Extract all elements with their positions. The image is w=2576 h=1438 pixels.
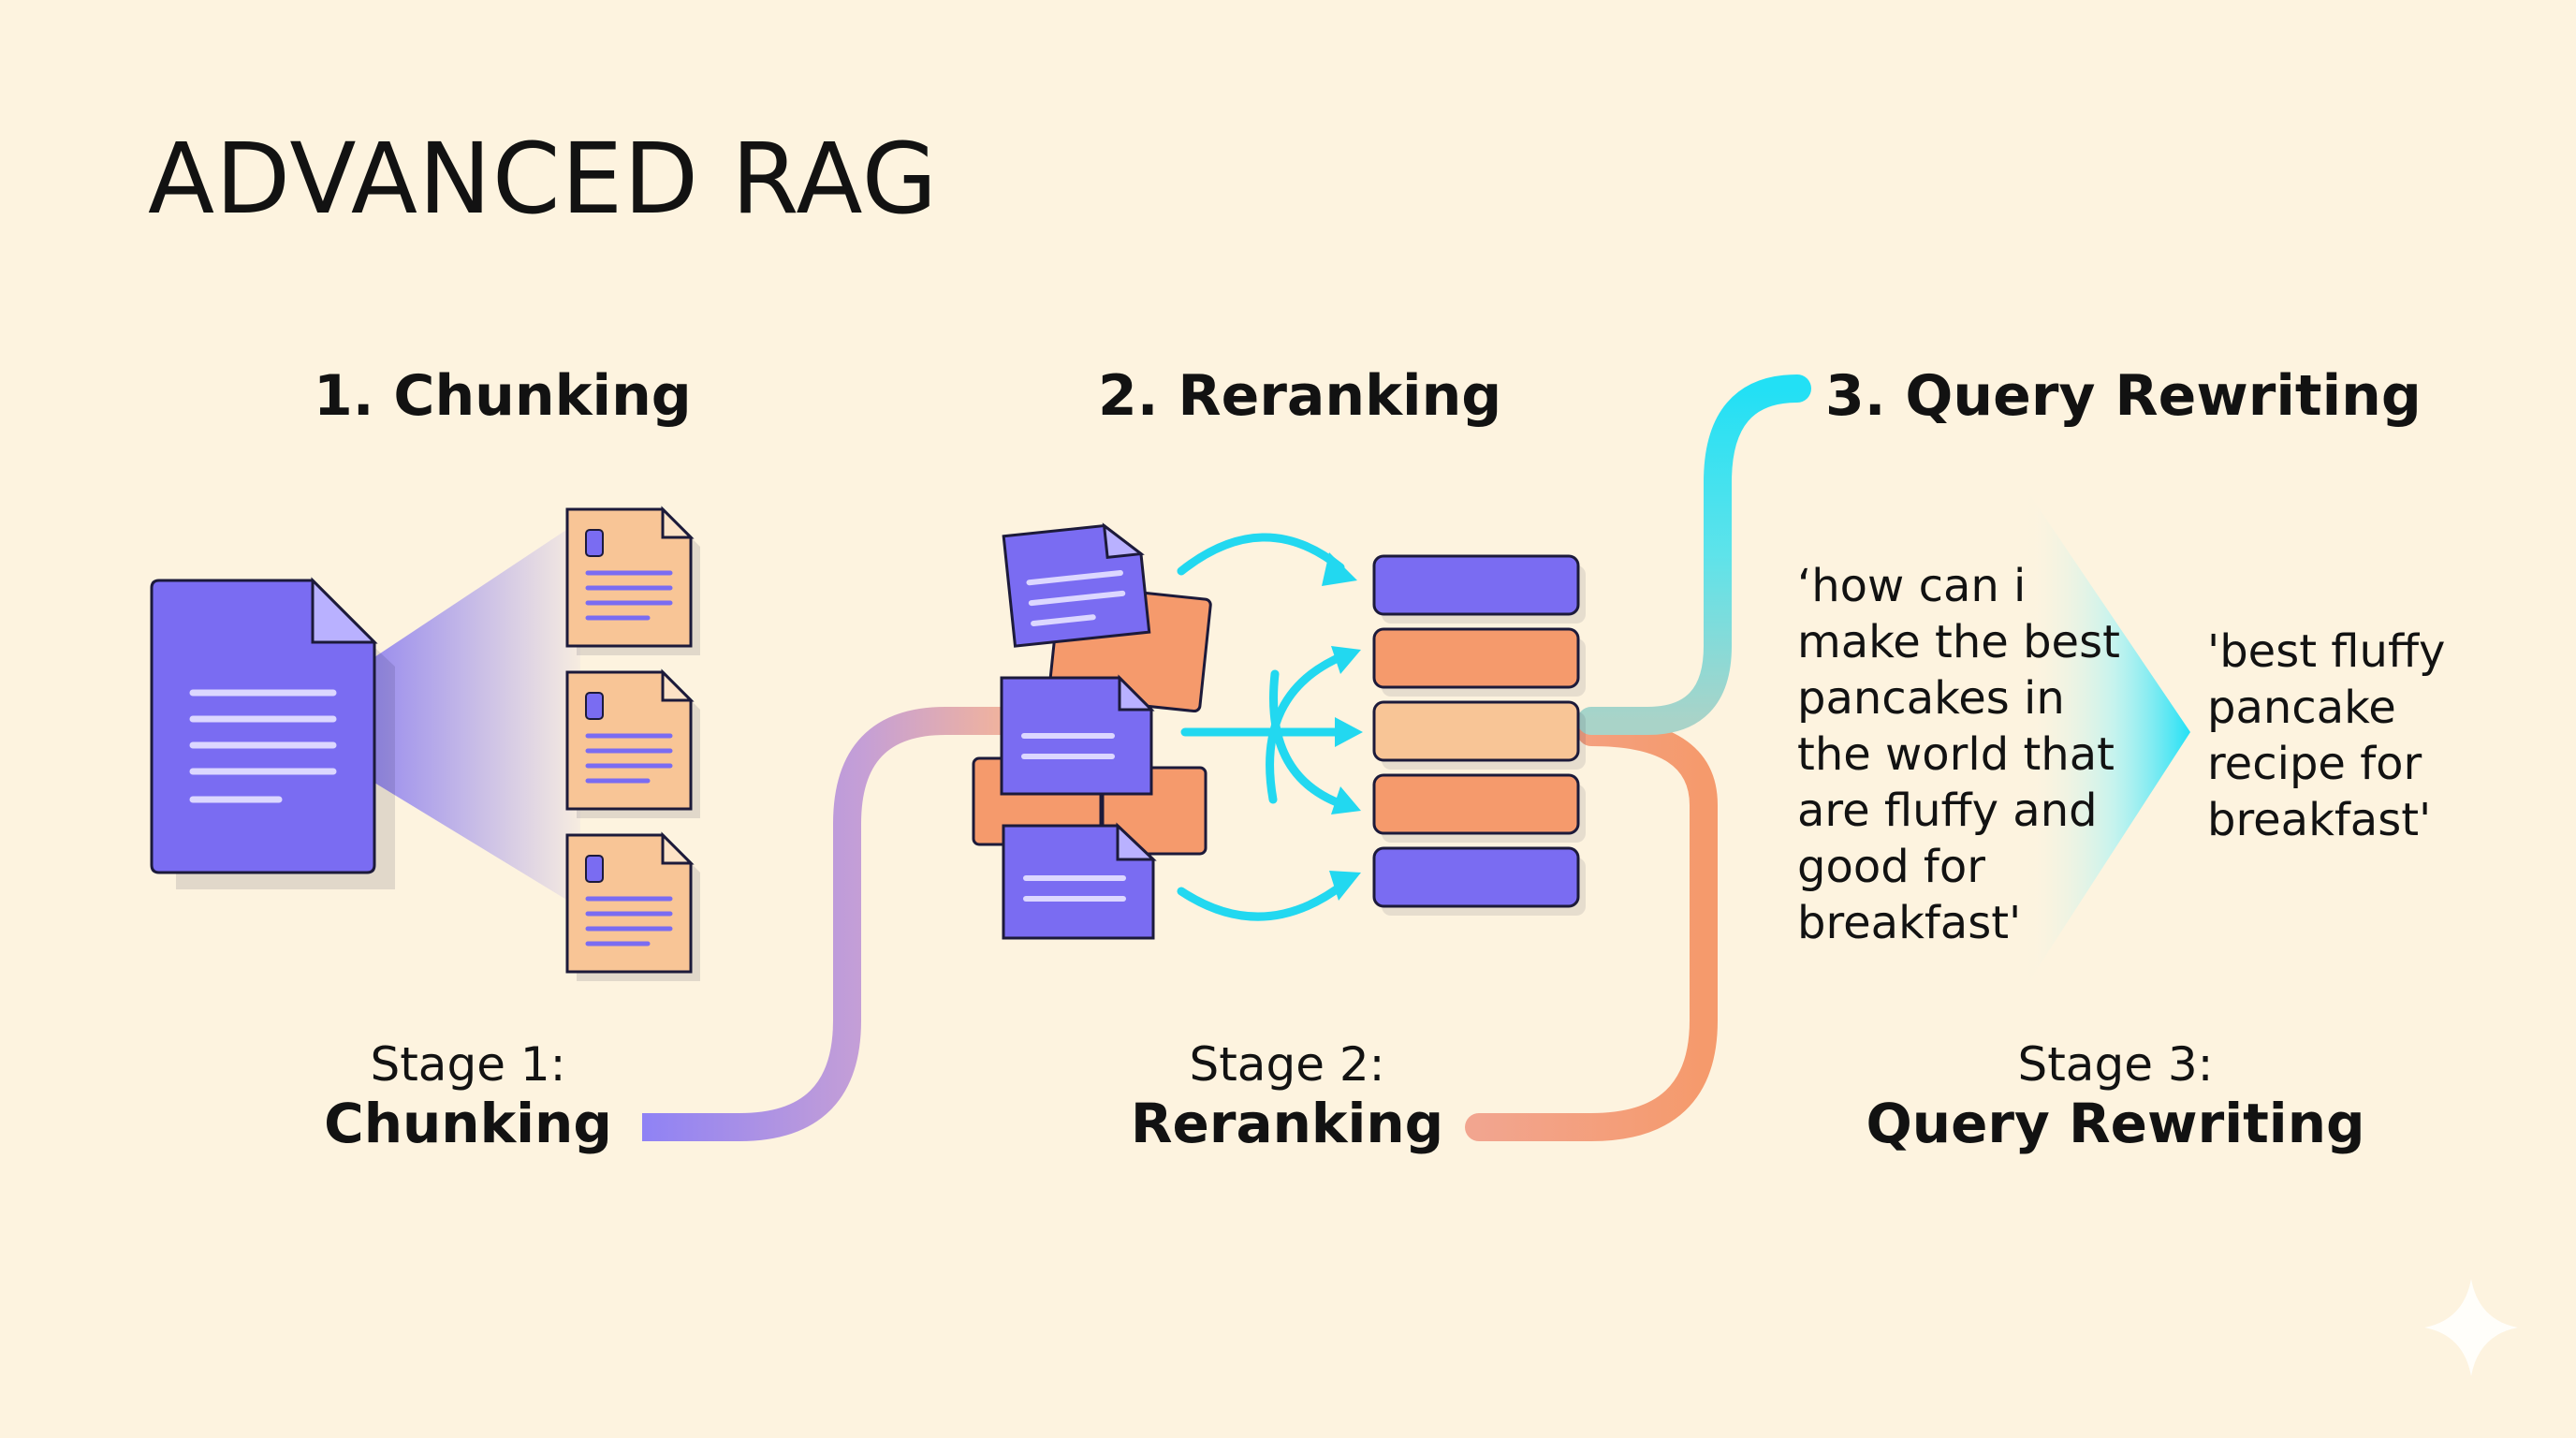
ranked-list-bar bbox=[1372, 773, 1580, 835]
stage-number: Stage 1: bbox=[370, 1037, 566, 1092]
chunk-icon bbox=[565, 506, 700, 655]
stage-name: Chunking bbox=[324, 1092, 612, 1155]
rewritten-query-text: 'best fluffy pancake recipe for breakfas… bbox=[2207, 625, 2446, 846]
ranked-list-icon bbox=[1372, 554, 1586, 916]
flow-connector-to-stage-3 bbox=[1577, 374, 1811, 735]
stage-2-label: Stage 2: Reranking bbox=[1090, 1037, 1484, 1155]
ranked-list-bar bbox=[1372, 627, 1580, 689]
ranked-list-bar bbox=[1372, 846, 1580, 908]
reranking-input-docs bbox=[972, 522, 1212, 940]
ranked-list-bar bbox=[1372, 554, 1580, 616]
page-title: ADVANCED RAG bbox=[148, 122, 939, 236]
reranking-arrows bbox=[1177, 533, 1351, 921]
heading-reranking: 2. Reranking bbox=[1098, 363, 1502, 429]
stage-name: Reranking bbox=[1130, 1092, 1444, 1155]
stage-name: Query Rewriting bbox=[1866, 1092, 2365, 1155]
reranking-arrowheads bbox=[1322, 552, 1363, 901]
document-icon bbox=[150, 577, 395, 889]
chunk-documents bbox=[565, 506, 700, 981]
original-query-text: ‘how can i make the best pancakes in the… bbox=[1797, 560, 2120, 949]
heading-chunking: 1. Chunking bbox=[314, 363, 692, 429]
stage-number: Stage 3: bbox=[2017, 1037, 2214, 1092]
stage-number: Stage 2: bbox=[1189, 1037, 1385, 1092]
rewrite-arrow bbox=[2022, 483, 2190, 992]
stage-3-label: Stage 3: Query Rewriting bbox=[1835, 1037, 2396, 1155]
flow-connector-2-3 bbox=[1465, 718, 1718, 1141]
chunk-icon bbox=[565, 668, 700, 818]
flow-connector-1-2 bbox=[642, 707, 1011, 1141]
chunking-beam bbox=[374, 521, 580, 908]
chunk-icon bbox=[565, 831, 700, 981]
heading-query-rewriting: 3. Query Rewriting bbox=[1825, 363, 2422, 429]
ranked-list-bar bbox=[1372, 700, 1580, 762]
sparkle-icon bbox=[2424, 1279, 2518, 1376]
stage-1-label: Stage 1: Chunking bbox=[290, 1037, 646, 1155]
